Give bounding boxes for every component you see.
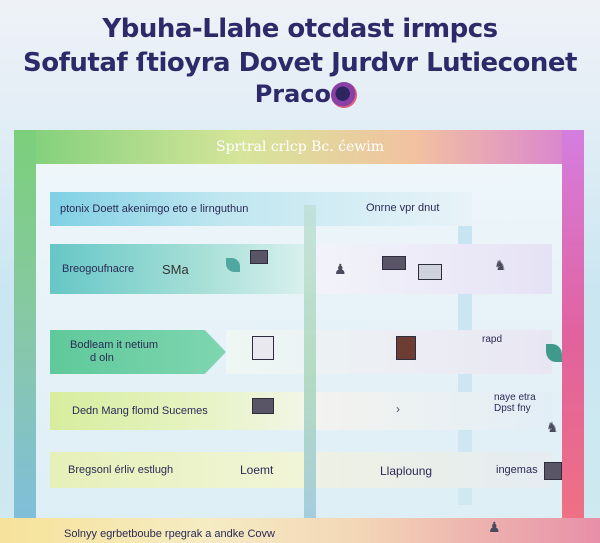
toolbox-icon — [252, 398, 274, 414]
row-3: Bodleam it netium d oln — [50, 330, 226, 374]
diagram-title-line1: Ybuha-Llahe otcdast irmpcs — [102, 14, 498, 44]
row-2-label: Breogoufnacre — [62, 263, 135, 275]
diagram-title-line3: Pracos — [254, 80, 346, 108]
frame-top-bar — [14, 130, 584, 164]
row-3-extension — [226, 330, 552, 374]
row-4-extension — [304, 392, 552, 430]
row-1-label: ptonix Doett akenimgo eto e lirnguthun — [60, 203, 249, 215]
footer-bar — [0, 518, 600, 543]
row-5-right-label-a: Llaploung — [380, 464, 433, 478]
row-3-label-line1: Bodleam it netium — [70, 339, 159, 351]
row-5-label: Bregsonl érliv estlugh — [68, 464, 174, 476]
row-2-icon-text: SMa — [162, 262, 189, 277]
toolbox-icon — [250, 250, 268, 264]
row-4-label: Dedn Mang flomd Sucemes — [72, 405, 208, 417]
row-4-side-line2: Dpst fny — [494, 403, 531, 414]
frame-header-label: Sprtral crlcp Bc. ćewim — [216, 139, 384, 155]
document-icon — [418, 264, 442, 280]
row-3-side-label: rapd — [482, 334, 503, 345]
column-divider-center — [304, 205, 316, 543]
frame-left-bar — [14, 130, 36, 540]
arrow-icon: › — [396, 402, 400, 416]
footer-label: Solnyy egrbetboube rpegrak a andke Covw — [64, 528, 275, 540]
row-4-side-line1: naye etra — [494, 392, 536, 403]
row-1-right-label: Onrne vpr dnut — [366, 202, 440, 214]
row-1: ptonix Doett akenimgo eto e lirnguthun O… — [50, 192, 472, 226]
person-icon: ♟ — [488, 519, 501, 535]
row-4-side-label: naye etra Dpst fny — [494, 392, 536, 414]
row-3-label-line2: d oln — [90, 352, 114, 364]
person-icon: ♞ — [546, 419, 559, 435]
row-5-mid-label: Loemt — [240, 463, 274, 477]
document-icon — [252, 336, 274, 360]
robot-icon — [544, 462, 562, 480]
person-icon: ♞ — [494, 257, 507, 273]
person-icon: ♟ — [334, 261, 347, 277]
robot-icon — [382, 256, 406, 270]
diagram-title-line2: Sofutaf ſtioyra Dovet Jurdvr Lutieconet — [23, 48, 577, 78]
document-icon — [396, 336, 416, 360]
plant-icon — [226, 258, 240, 272]
frame-right-bar — [562, 130, 584, 540]
row-5-right-label-b: ingemas — [496, 464, 538, 476]
logo-orb-icon — [331, 82, 357, 108]
plant-icon — [546, 344, 562, 362]
row-5: Bregsonl érliv estlugh Loemt — [50, 452, 304, 488]
row-5-extension — [304, 452, 552, 488]
